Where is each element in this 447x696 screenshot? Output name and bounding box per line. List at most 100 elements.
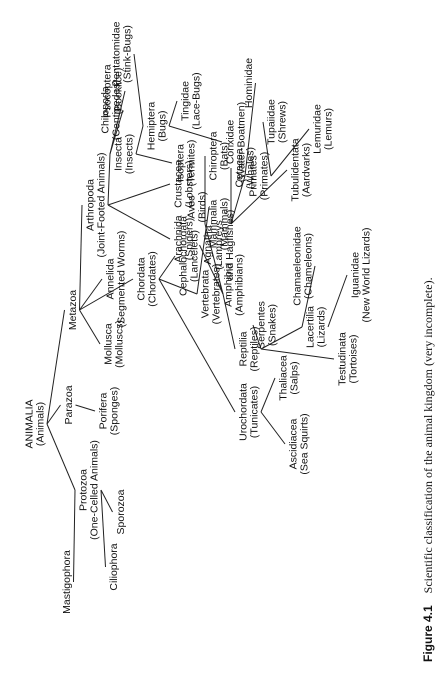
taxon-common-name: (Lace-Bugs) [191, 72, 203, 129]
edge-urochordata-thaliacea [260, 377, 276, 413]
edge-reptilia-serpentes [252, 324, 262, 350]
taxon-name: Amphibia [223, 263, 235, 307]
taxon-name: Aves [186, 195, 198, 218]
taxon-hominidae: Hominidae [243, 58, 255, 108]
edge-animalia-metazoa [46, 309, 65, 425]
taxon-common-name: (One-Celled Animals) [89, 440, 101, 540]
edge-mammalia-tubulidentata [230, 169, 288, 225]
taxon-cephalochordata: Cephalochordata(Lancelets) [178, 216, 201, 296]
taxon-name: Hemiptera [146, 102, 158, 151]
taxon-name: Testudinata [337, 332, 349, 386]
edge-chordata-vertebrata [158, 278, 198, 295]
taxon-name: Parazoa [63, 385, 75, 424]
taxon-name: Annelida [105, 258, 117, 299]
edge-chordata-cephalochordata [158, 255, 176, 280]
taxon-common-name: (Mammals) [219, 198, 231, 251]
taxon-iguanidae: Iguanidae(New World Lizards) [350, 228, 373, 323]
edge-insecta-isoptera [135, 153, 173, 164]
taxon-name: Mammalia [208, 200, 220, 249]
edge-metazoa-mollusca [79, 309, 101, 345]
taxon-name: Crustacea [173, 160, 185, 208]
taxon-common-name: and Hagfishes) [224, 210, 236, 281]
taxon-corixidae: Corixidae(Water-Boatmen) [225, 102, 248, 182]
taxon-tingidae: Tingidae(Lace-Bugs) [180, 72, 203, 129]
taxon-chordata: Chordata(Chordates) [136, 251, 159, 306]
taxon-name: Agnatha [202, 225, 214, 264]
taxon-common-name: (Salps) [289, 361, 301, 394]
taxon-name: Mastigophora [61, 550, 73, 614]
taxon-name: Chordata [136, 257, 148, 300]
tree-edges [46, 53, 348, 583]
taxon-name: Psocoptera [102, 64, 114, 117]
edge-hemiptera-tingidae [168, 100, 178, 127]
edge-vertebrata-agnatha [199, 244, 224, 295]
tree-nodes: ANIMALIA(Animals)Protozoa(One-Celled Ani… [24, 21, 373, 613]
taxon-chilopoda: Chilopoda(Centipedes) [100, 80, 123, 140]
taxon-common-name: (Lobsters) [184, 160, 196, 207]
taxon-name: Cetacea [234, 148, 246, 187]
taxon-ciliophora: Ciliophora [108, 543, 120, 590]
taxon-common-name: (Lancelets) [189, 230, 201, 282]
taxon-thaliacea: Thaliacea(Salps) [278, 355, 301, 401]
taxon-name: Tupaiidae [266, 99, 278, 145]
taxon-sporozoa: Sporozoa [115, 489, 127, 534]
taxon-common-name: (Snakes) [267, 304, 279, 346]
taxon-name: Corixidae [225, 120, 237, 165]
taxon-common-name: (Whales) [245, 147, 257, 189]
taxon-name: Tubulidentata [290, 138, 302, 201]
taxon-common-name: (Bats) [219, 142, 231, 170]
taxon-name: Pentatomidae [111, 21, 123, 86]
taxon-pentatomidae: Pentatomidae(Stink-Bugs) [111, 21, 134, 86]
taxon-common-name: (Lizards) [316, 307, 328, 348]
taxon-name: Iguanidae [350, 252, 362, 298]
taxon-name: Tingidae [180, 81, 192, 121]
taxon-name: Chamaeleonidae [292, 226, 304, 306]
taxon-name: Vertebrata [200, 270, 212, 319]
taxon-vertebrata: Vertebrata(Vertebrates) [200, 264, 223, 325]
edge-arthropoda-arachnida [107, 204, 171, 240]
taxon-tubulidentata: Tubulidentata(Aardvarks) [290, 138, 313, 201]
taxon-common-name: (Centipedes) [111, 80, 123, 140]
edge-mammalia-primates [230, 175, 246, 225]
edge-reptilia-testudinata [260, 348, 335, 360]
taxon-serpentes: Serpentes(Snakes) [256, 301, 279, 349]
taxon-mollusca: Mollusca(Molluscs) [103, 320, 126, 368]
taxon-mastigophora: Mastigophora [61, 550, 73, 614]
taxon-common-name: (Animals) [35, 402, 47, 446]
taxon-ascidiacea: Ascidiacea(Sea Squirts) [288, 413, 311, 474]
edge-hemiptera-corixidae [168, 125, 223, 143]
taxon-common-name: (Tortoises) [348, 334, 360, 383]
taxon-testudinata: Testudinata(Tortoises) [337, 332, 360, 386]
taxon-mammalia: Mammalia(Mammals) [208, 198, 231, 251]
taxon-name: Ciliophora [108, 543, 120, 590]
taxon-name: ANIMALIA [24, 399, 36, 448]
edge-arthropoda-insecta [107, 153, 111, 206]
edge-primates-tupaiidae [262, 121, 272, 177]
taxon-name: Arthropoda [85, 179, 97, 231]
taxon-common-name: (Lemurs) [323, 108, 335, 150]
taxon-common-name: (Vertebrates) [211, 264, 223, 325]
taxon-name: Lacertilia [305, 306, 317, 348]
taxon-common-name: (Termites) [186, 140, 198, 187]
taxon-name: Reptilia [238, 331, 250, 366]
taxon-chiroptera: Chiroptera(Bats) [208, 131, 231, 180]
taxon-animalia: ANIMALIA(Animals) [24, 399, 47, 448]
taxon-common-name: (Reptiles) [249, 327, 261, 372]
edge-metazoa-chordata [79, 278, 134, 311]
taxon-cetacea: Cetacea(Whales) [234, 147, 257, 189]
caption-label: Figure 4.1 [421, 605, 435, 662]
taxon-name: Thaliacea [278, 355, 290, 401]
svg-text:Figure 4.1 Scientific: Figure 4.1 Scientific classification of … [419, 277, 436, 662]
taxon-common-name: (Lampreys [213, 220, 225, 270]
edge-animalia-protozoa [46, 423, 76, 491]
taxon-common-name: (Birds) [197, 192, 209, 223]
edge-protozoa-ciliophora [100, 489, 106, 568]
taxon-urochordata: Urochordata(Tunicates) [238, 383, 261, 441]
taxon-porifera: Porifera(Sponges) [98, 387, 121, 435]
edge-animalia-parazoa [46, 404, 61, 425]
taxon-common-name: (Tunicates) [249, 386, 261, 438]
edge-reptilia-lacertilia [260, 326, 303, 350]
edge-protozoa-sporozoa [100, 489, 113, 513]
